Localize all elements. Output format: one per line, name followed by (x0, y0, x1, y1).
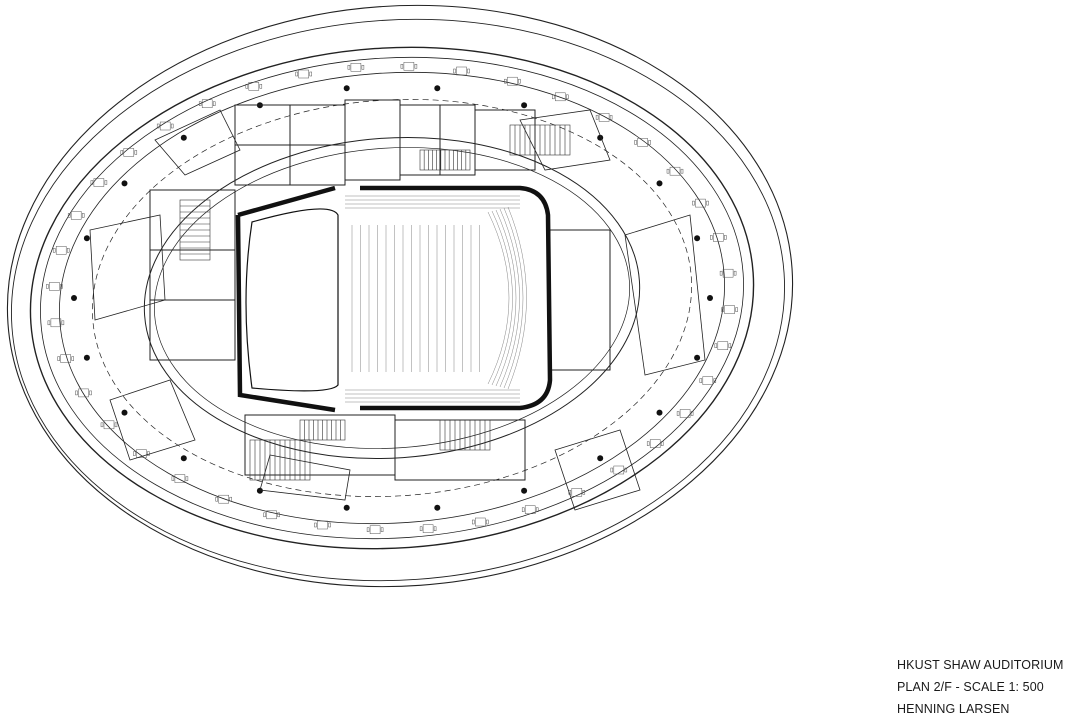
stair-flight (249, 439, 311, 481)
column (180, 134, 187, 141)
stair-flight (509, 124, 571, 156)
seat-row-curved (487, 211, 510, 385)
table-set (721, 305, 738, 314)
table-set (120, 148, 138, 157)
stairs (179, 124, 571, 481)
table-set (90, 178, 108, 187)
column (694, 354, 701, 361)
table-set (676, 409, 694, 418)
column (71, 295, 77, 301)
column (83, 235, 90, 242)
column (434, 85, 441, 92)
column (121, 409, 128, 416)
table-set (366, 525, 384, 534)
architect-name: HENNING LARSEN (897, 702, 1010, 716)
stair-flight (439, 419, 491, 451)
table-set (47, 318, 65, 328)
table-set (710, 233, 727, 242)
table-set (263, 510, 280, 520)
table-set (400, 62, 418, 71)
table-set (347, 63, 365, 72)
table-set (453, 66, 470, 76)
table-set (75, 388, 92, 398)
table-set (156, 121, 174, 131)
support-rooms (149, 99, 611, 481)
project-title: HKUST SHAW AUDITORIUM (897, 658, 1064, 672)
table-set (419, 524, 437, 533)
table-set (719, 268, 737, 278)
table-set (215, 494, 232, 504)
seat-row-curved (507, 206, 527, 390)
column (256, 487, 263, 494)
table-set (245, 82, 263, 91)
table-set (198, 99, 216, 108)
column (343, 85, 350, 92)
table-set (568, 488, 586, 497)
column (180, 455, 187, 462)
table-set (67, 211, 85, 220)
table-set (295, 69, 312, 79)
table-set (610, 465, 628, 475)
table-set (595, 113, 613, 122)
seat-row-curved (495, 209, 517, 387)
table-set (133, 449, 150, 458)
auditorium-seating (345, 195, 527, 403)
table-set (692, 198, 709, 208)
stair-flight (419, 149, 471, 171)
drawing-title: PLAN 2/F - SCALE 1: 500 (897, 680, 1044, 694)
stair-flight (299, 419, 346, 441)
column (597, 455, 604, 462)
table-set (666, 166, 684, 176)
column (656, 180, 663, 187)
table-set (714, 341, 732, 350)
table-set (52, 246, 70, 255)
column (434, 504, 441, 511)
circulation-ring (92, 99, 692, 497)
outer-facade-rings (6, 4, 794, 588)
lounge-furniture (46, 62, 738, 534)
structural-columns (71, 85, 713, 511)
seat-row-curved (499, 208, 520, 388)
seat-row-curved (503, 207, 524, 389)
column (83, 354, 90, 361)
table-set (646, 439, 664, 448)
column (707, 295, 713, 301)
table-set (552, 92, 569, 102)
column (343, 504, 350, 511)
column (694, 235, 701, 242)
title-block: HKUST SHAW AUDITORIUM PLAN 2/F - SCALE 1… (897, 654, 1077, 720)
auditorium-walls (235, 185, 553, 413)
table-set (504, 76, 521, 86)
foyer-partitions (89, 109, 706, 511)
table-set (314, 520, 331, 530)
table-set (57, 354, 74, 363)
table-set (171, 474, 189, 483)
column (521, 487, 528, 494)
column (656, 409, 663, 416)
column (521, 102, 528, 109)
table-set (521, 505, 539, 514)
table-set (634, 138, 651, 147)
table-set (46, 282, 63, 291)
stair-flight (179, 199, 211, 261)
table-set (699, 376, 717, 385)
column (121, 180, 128, 187)
seat-row-curved (491, 210, 513, 386)
table-set (472, 517, 489, 527)
table-set (100, 420, 118, 430)
